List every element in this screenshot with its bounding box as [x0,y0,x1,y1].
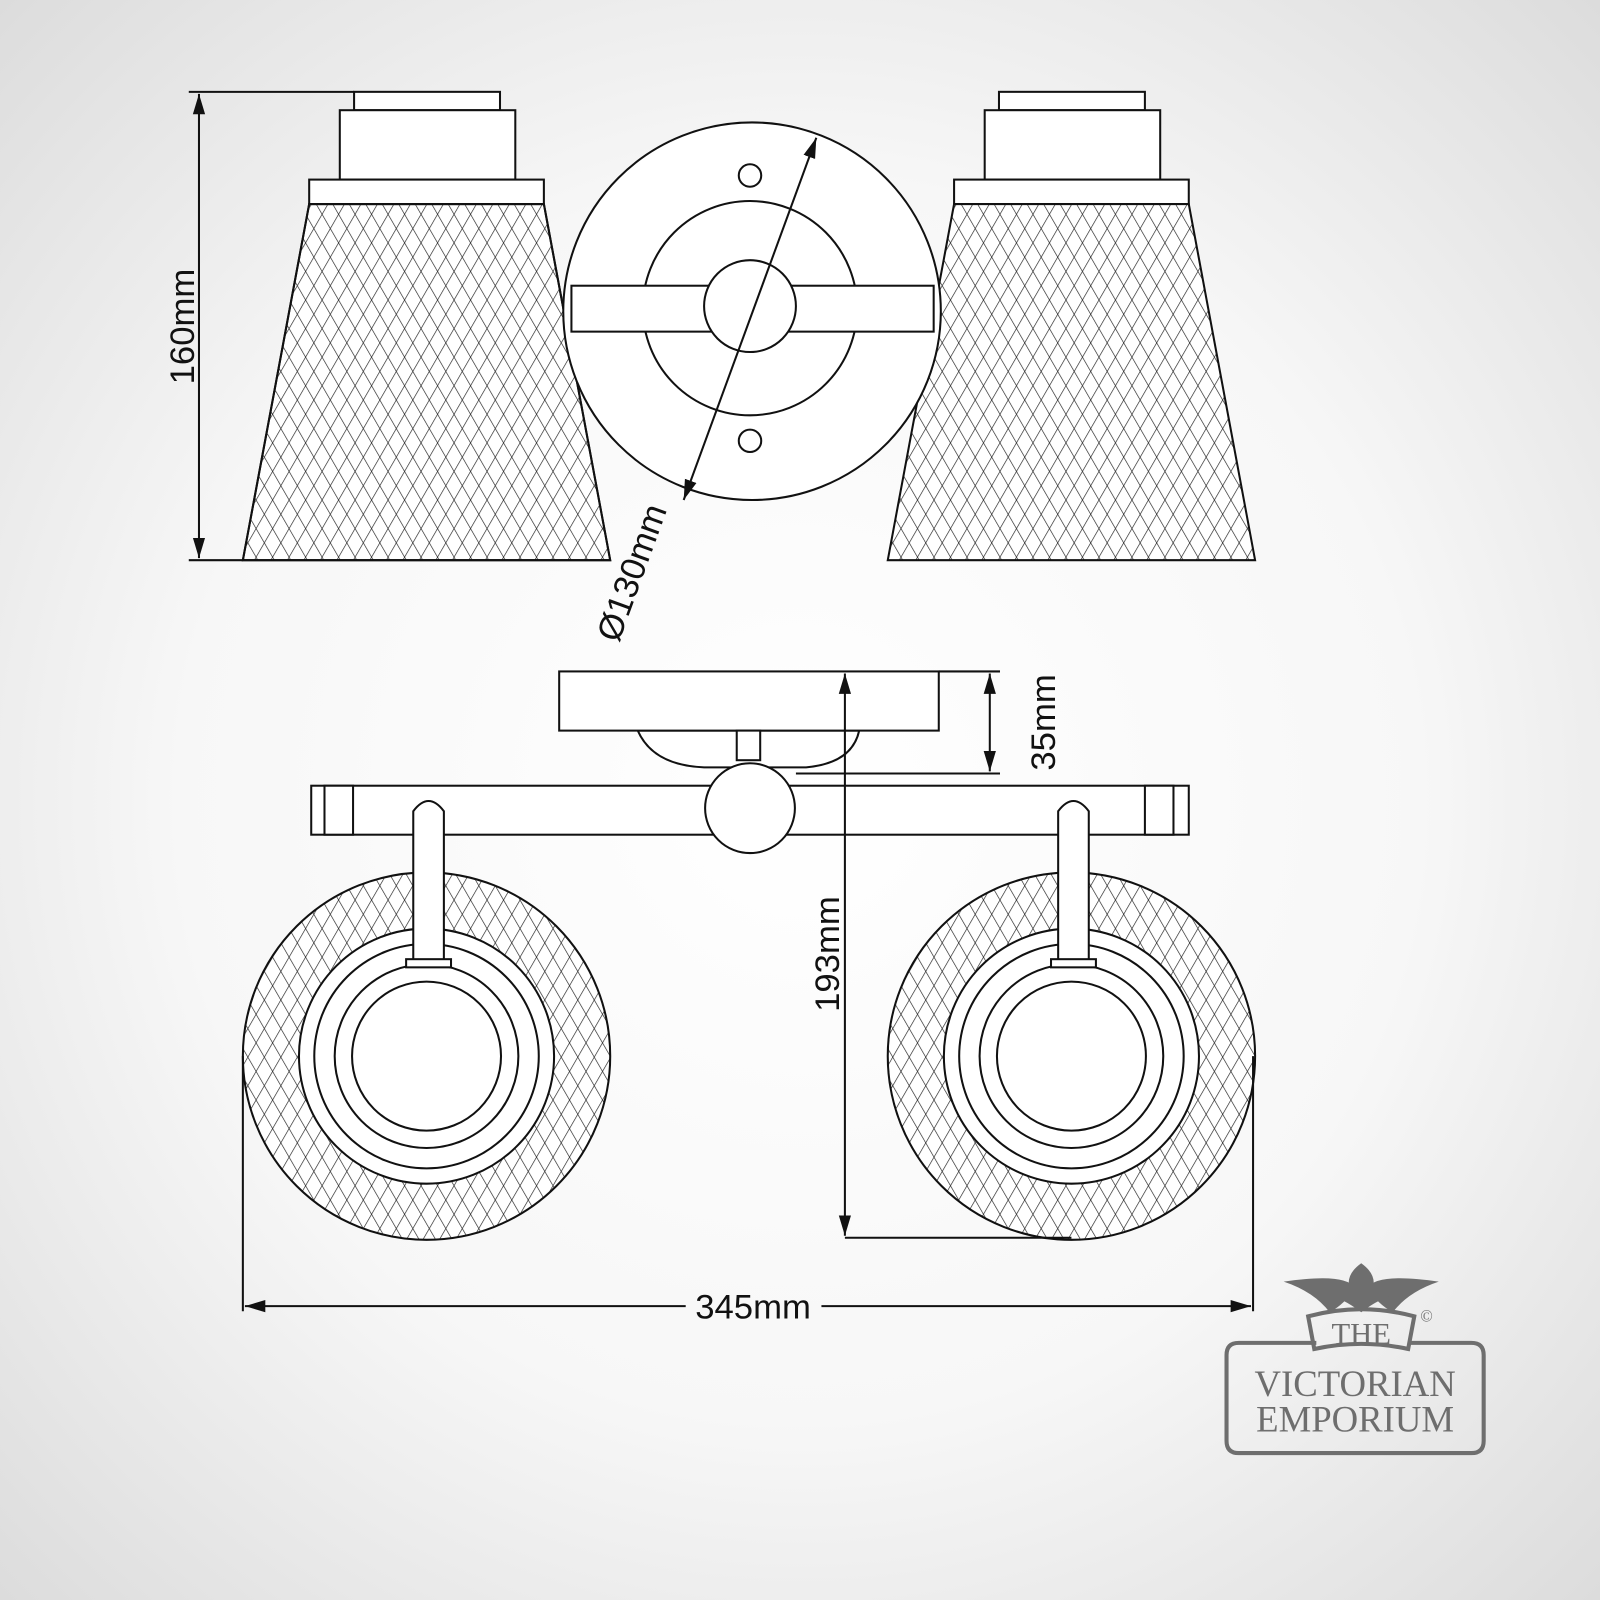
victorian-emporium-logo: THE © VICTORIAN EMPORIUM [1224,1263,1486,1456]
projection-label: 193mm [809,896,847,1012]
dimension-plate-depth: 35mm [795,670,1063,775]
dimension-height: 160mm [164,90,355,562]
width-label: 345mm [695,1288,811,1326]
plan-view: 35mm 193mm 345mm [241,670,1257,1326]
svg-text:VICTORIAN: VICTORIAN [1254,1363,1455,1404]
svg-text:EMPORIUM: EMPORIUM [1256,1399,1454,1440]
front-view: 160mm Ø130mm [164,90,1257,646]
plate-depth-label: 35mm [1025,674,1063,770]
height-label: 160mm [164,269,202,385]
dimension-projection: 193mm [809,673,1072,1239]
svg-text:©: © [1420,1306,1432,1325]
dimension-width: 345mm [241,1056,1255,1326]
right-shade-plan [886,800,1257,1241]
right-shade [886,90,1257,562]
left-shade-plan [241,800,612,1241]
left-shade [241,90,612,562]
svg-text:THE: THE [1331,1317,1391,1351]
